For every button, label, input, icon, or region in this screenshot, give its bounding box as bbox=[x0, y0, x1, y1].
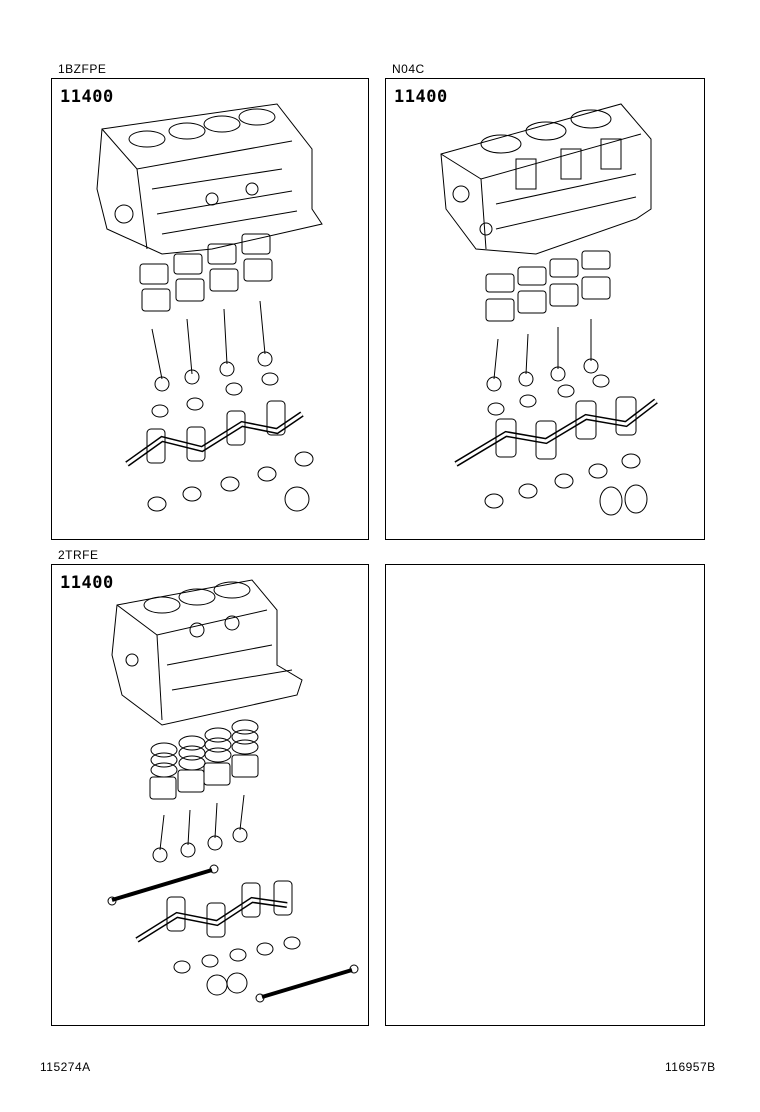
empty-panel bbox=[385, 564, 705, 1026]
parts-panel-n04c[interactable]: 11400 bbox=[385, 78, 705, 540]
engine-block-assembly-icon bbox=[52, 79, 370, 541]
engine-label-1bzfpe: 1BZFPE bbox=[58, 62, 107, 76]
engine-label-n04c: N04C bbox=[392, 62, 425, 76]
part-number[interactable]: 11400 bbox=[60, 573, 114, 593]
parts-panel-1bzfpe[interactable]: 11400 bbox=[51, 78, 369, 540]
figure-code-right: 116957B bbox=[665, 1060, 716, 1074]
engine-block-assembly-icon bbox=[386, 79, 706, 541]
engine-label-2trfe: 2TRFE bbox=[58, 548, 99, 562]
part-number[interactable]: 11400 bbox=[60, 87, 114, 107]
parts-panel-2trfe[interactable]: 11400 bbox=[51, 564, 369, 1026]
engine-block-assembly-icon bbox=[52, 565, 370, 1027]
figure-code-left: 115274A bbox=[40, 1060, 91, 1074]
part-number[interactable]: 11400 bbox=[394, 87, 448, 107]
